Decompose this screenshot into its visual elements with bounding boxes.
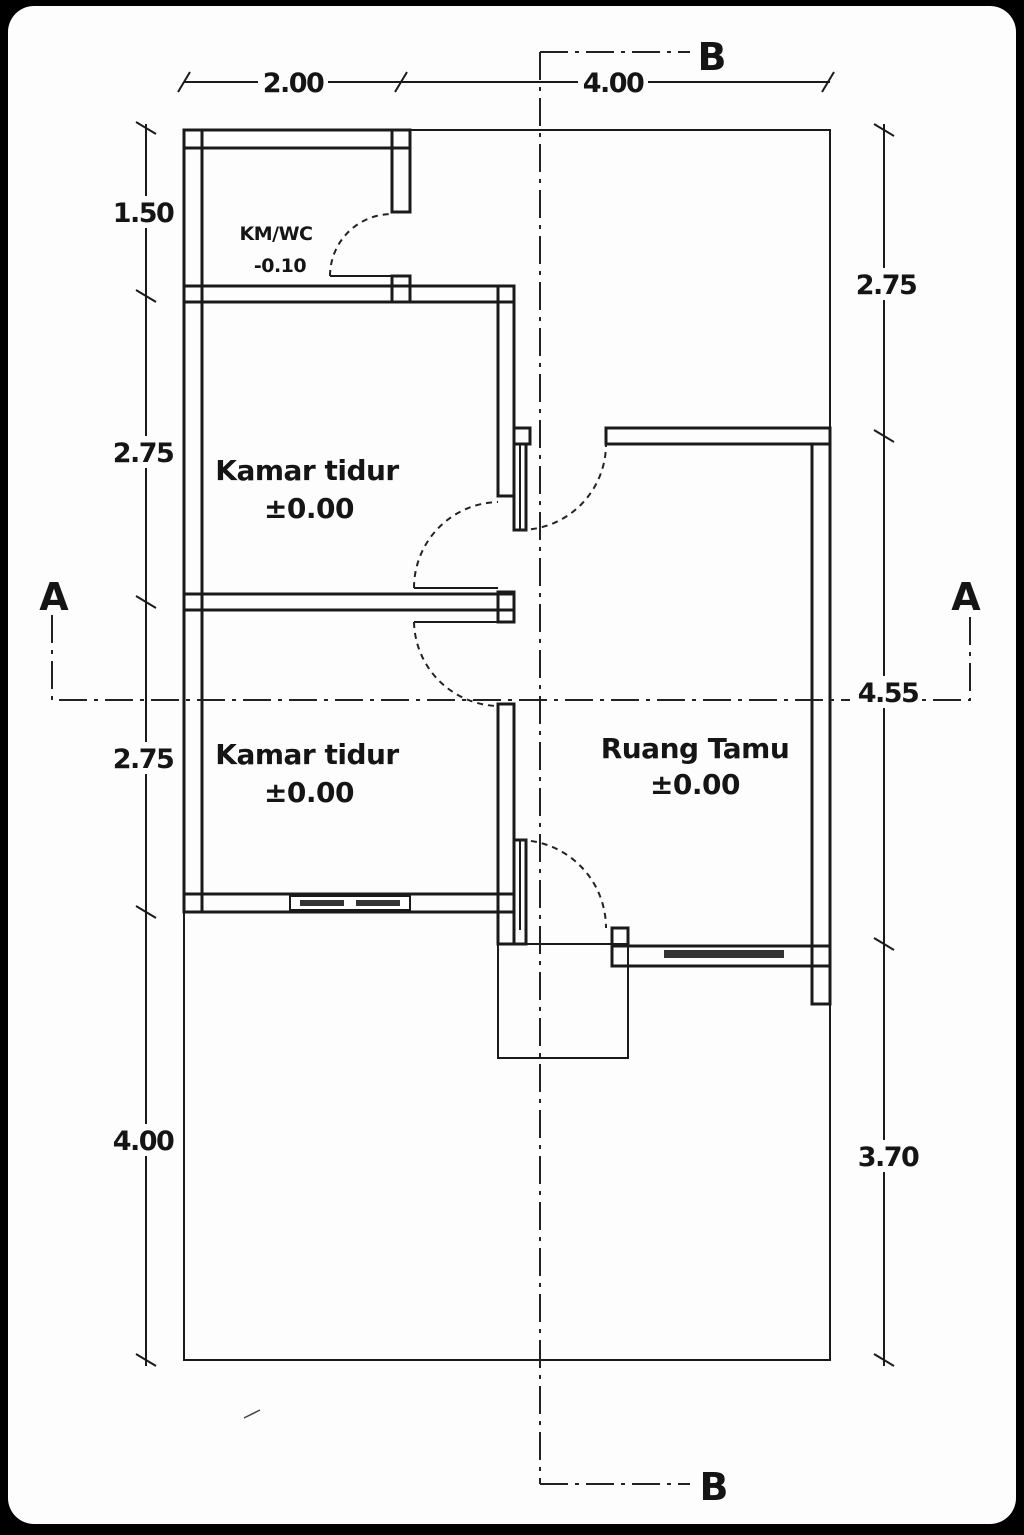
dim-left-2: 2.75 <box>113 438 174 469</box>
bedroom-2-name: Kamar tidur <box>215 738 399 771</box>
section-line-a <box>51 615 971 701</box>
paper <box>8 6 1016 1524</box>
room-labels: KM/WC -0.10 Kamar tidur ±0.00 Kamar tidu… <box>215 223 790 809</box>
section-b-bottom: B <box>700 1465 729 1509</box>
dim-right-3: 3.70 <box>858 1142 919 1173</box>
dim-right-1: 2.75 <box>856 270 917 301</box>
walls <box>182 128 832 1059</box>
dimension-labels: 2.00 4.00 1.50 2.75 2.75 4.00 2.75 4.55 … <box>108 66 922 1173</box>
bedroom-1-level: ±0.00 <box>264 492 354 525</box>
section-lines <box>51 51 971 1485</box>
kmwc-level: -0.10 <box>254 255 307 277</box>
section-markers: A A B B <box>39 35 981 1509</box>
kmwc-name: KM/WC <box>240 223 313 245</box>
bedroom-1-name: Kamar tidur <box>215 454 399 487</box>
section-a-right: A <box>951 575 981 619</box>
dim-right-2: 4.55 <box>858 678 919 709</box>
dim-left-1: 1.50 <box>113 198 174 229</box>
living-room-name: Ruang Tamu <box>601 732 790 765</box>
doors <box>329 213 607 930</box>
section-b-top: B <box>698 35 727 79</box>
bedroom-2-level: ±0.00 <box>264 776 354 809</box>
dim-left-3: 2.75 <box>113 744 174 775</box>
dim-top-left: 2.00 <box>263 68 324 99</box>
section-a-left: A <box>39 575 69 619</box>
dim-left-4: 4.00 <box>113 1126 174 1157</box>
dim-top-right: 4.00 <box>583 68 644 99</box>
pencil-mark <box>243 1409 261 1419</box>
living-room-level: ±0.00 <box>650 768 740 801</box>
